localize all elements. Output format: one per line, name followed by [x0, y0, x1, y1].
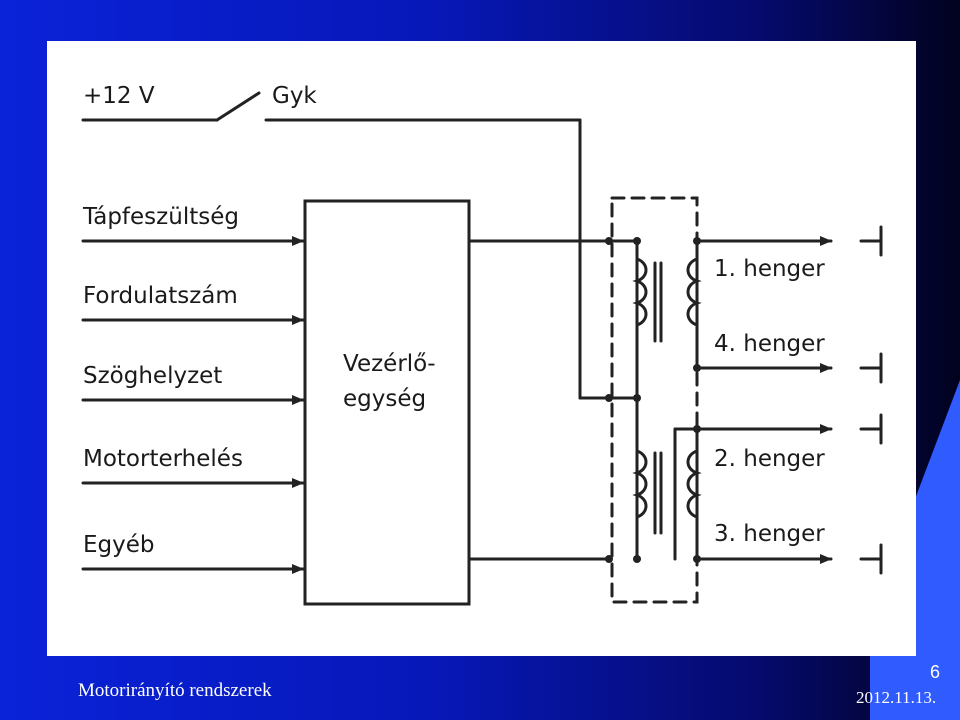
coil1-primary-winding [632, 257, 648, 327]
ignition-circuit-diagram: +12 V Gyk Tápfeszültség Fordulatszám Szö… [81, 83, 883, 606]
spark-plug-icon-2 [859, 413, 883, 445]
cylinder-label-2: 2. henger [714, 446, 825, 472]
coil2-primary-winding [632, 449, 648, 519]
cylinder-label-1: 1. henger [714, 256, 825, 282]
diagram-panel: +12 V Gyk Tápfeszültség Fordulatszám Szö… [47, 41, 916, 656]
input-label-rpm: Fordulatszám [83, 283, 238, 309]
ecu-label-line2: egység [343, 386, 426, 412]
switch-label: Gyk [272, 83, 317, 109]
page-number: 6 [930, 662, 941, 682]
coil2-secondary-winding [686, 449, 702, 519]
junction-dots [605, 237, 701, 563]
cylinder-label-4: 4. henger [714, 331, 825, 357]
supply-label: +12 V [83, 83, 155, 109]
ecu-box [303, 199, 471, 606]
spark-plug-icon-4 [859, 352, 883, 384]
footer-date: 2012.11.13. [856, 688, 937, 707]
input-label-angle: Szöghelyzet [83, 363, 222, 389]
input-label-supply: Tápfeszültség [82, 204, 239, 230]
spark-plug-icon-3 [859, 543, 883, 575]
coil-pack-housing [610, 196, 699, 604]
cylinder-label-3: 3. henger [714, 521, 825, 547]
input-label-other: Egyéb [83, 532, 155, 558]
ecu-label-line1: Vezérlő- [343, 351, 436, 377]
input-label-load: Motorterhelés [83, 446, 243, 472]
spark-plug-icon-1 [859, 225, 883, 257]
footer-title: Motorirányító rendszerek [78, 680, 272, 701]
coil1-secondary-winding [686, 257, 702, 327]
ignition-switch [215, 91, 261, 122]
